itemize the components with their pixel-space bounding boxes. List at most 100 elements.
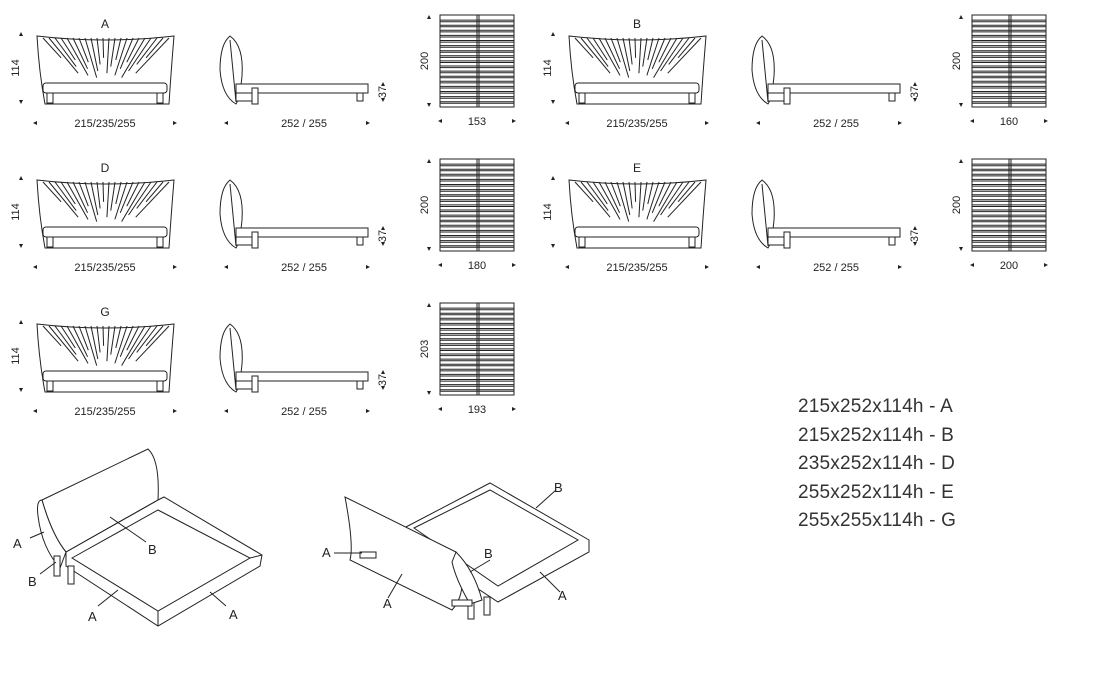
dimension-arrow <box>427 159 431 163</box>
size-list-item: 215x252x114h - B <box>798 424 955 446</box>
headboard-pleat <box>106 325 110 362</box>
headboard-pleat <box>128 37 152 72</box>
bed-frame-side <box>65 496 263 627</box>
side-length-label: 252 / 255 <box>813 262 859 274</box>
side-bed-rail <box>767 83 901 94</box>
headboard-pleat <box>102 181 105 202</box>
headboard-pleat <box>634 37 637 58</box>
headboard-pleat <box>668 181 690 209</box>
mattress-base <box>42 370 168 382</box>
dimension-arrow <box>565 121 569 125</box>
side-leg <box>783 231 791 249</box>
headboard-pleat <box>586 37 609 67</box>
headboard-pleat <box>90 325 99 360</box>
headboard-pleat <box>54 37 77 67</box>
bed-leg <box>688 92 696 104</box>
callout-label: A <box>322 545 331 560</box>
side-bed-rail <box>235 83 369 94</box>
headboard-pleat <box>604 37 621 70</box>
headboard-pleat <box>72 181 89 214</box>
headboard-pleat <box>106 37 110 74</box>
size-list-item: 255x255x114h - G <box>798 510 957 531</box>
headboard-pleat <box>653 37 678 78</box>
headboard-pleat <box>121 325 146 366</box>
headboard-pleat <box>115 325 122 349</box>
headboard-pleat <box>96 325 101 353</box>
headboard-pleat <box>121 181 146 222</box>
dimension-arrow <box>381 242 385 246</box>
headboard-pleat <box>651 181 666 213</box>
dimension-arrow <box>913 242 917 246</box>
dimension-arrow <box>959 247 963 251</box>
bed-leg <box>67 565 75 585</box>
headboard-bracket <box>451 599 473 607</box>
side-length-label: 252 / 255 <box>281 262 327 274</box>
headboard-pleat <box>54 181 77 211</box>
headboard-pleat <box>66 181 89 220</box>
headboard-pleat <box>616 37 630 78</box>
headboard-pleat <box>580 181 611 218</box>
headboard-pleat <box>628 181 633 209</box>
dimension-arrow <box>438 119 442 123</box>
dimension-arrow <box>756 265 760 269</box>
headboard-pleat <box>114 325 128 364</box>
dimension-arrow <box>512 407 516 411</box>
slat-length-label: 200 <box>951 196 963 214</box>
dimension-arrow <box>427 303 431 307</box>
headboard-pleat <box>135 181 170 218</box>
callout-label: A <box>558 588 567 603</box>
dimension-arrow <box>33 121 37 125</box>
dimension-arrow <box>705 265 709 269</box>
headboard-outline <box>568 35 707 105</box>
dimension-arrow <box>19 320 23 324</box>
bed-leg <box>156 380 164 392</box>
model-letter: D <box>101 161 110 175</box>
side-leg <box>356 380 364 390</box>
headboard-pleat <box>586 181 609 211</box>
headboard-pleat <box>598 37 621 76</box>
dimension-arrow <box>381 226 385 230</box>
front-width-label: 215/235/255 <box>74 262 135 274</box>
callout-label: A <box>88 609 97 624</box>
headboard-pleat <box>592 181 608 205</box>
side-leg <box>356 92 364 102</box>
headboard-pleat <box>66 325 89 364</box>
front-height-label: 114 <box>542 203 554 221</box>
dimension-arrow <box>565 265 569 269</box>
dimension-arrow <box>19 388 23 392</box>
dimension-arrow <box>551 32 555 36</box>
dimension-arrow <box>19 244 23 248</box>
side-length-label: 252 / 255 <box>281 406 327 418</box>
front-height-label: 114 <box>10 59 22 77</box>
headboard-pleat <box>604 181 621 214</box>
dimension-arrow <box>1044 119 1048 123</box>
headboard-pleat <box>84 181 98 222</box>
dimension-arrow <box>224 121 228 125</box>
callout-label: A <box>383 596 392 611</box>
callout-label: B <box>484 546 493 561</box>
headboard-pleat <box>90 181 99 216</box>
headboard-pleat <box>136 37 158 65</box>
mattress-base <box>42 82 168 94</box>
headboard-pleat <box>136 325 158 353</box>
dimension-arrow <box>173 265 177 269</box>
side-leg <box>251 87 259 105</box>
exploded-view-right: A B A B A <box>322 480 590 620</box>
dimension-arrow <box>366 409 370 413</box>
headboard-pleat <box>96 37 101 65</box>
front-width-label: 215/235/255 <box>74 406 135 418</box>
dimension-arrow <box>512 119 516 123</box>
dimension-arrow <box>224 409 228 413</box>
side-leg <box>888 92 896 102</box>
headboard-pleat <box>145 181 164 203</box>
headboard-pleat <box>72 325 89 358</box>
bed-leg <box>53 555 61 577</box>
headboard-pleat <box>119 37 134 69</box>
dimension-arrow <box>381 98 385 102</box>
